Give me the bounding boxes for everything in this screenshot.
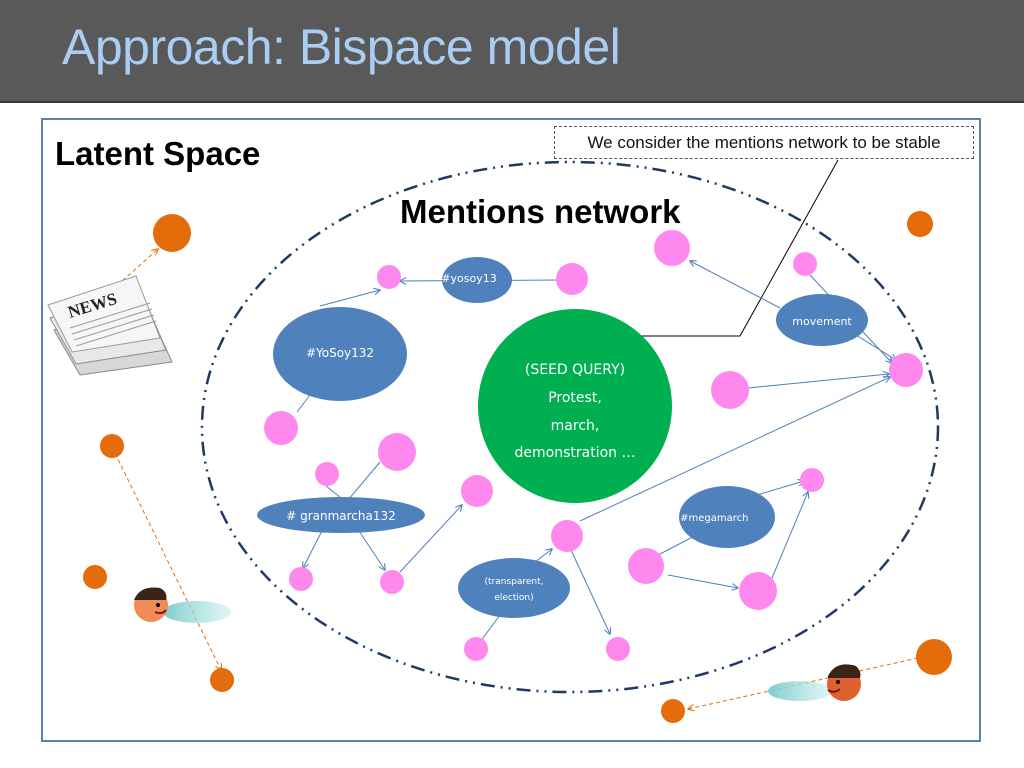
latent-space-label: Latent Space <box>55 135 261 172</box>
node-yosoy132: #YoSoy132 <box>273 307 407 401</box>
node-megamarch-label: "#megamarch <box>676 513 749 524</box>
face-right-icon <box>768 664 861 701</box>
node-yosoy13: #yosoy13 <box>441 257 512 303</box>
node-transparent-label-1: (transparent, <box>484 577 543 587</box>
seed-query-line-4: demonstration … <box>515 445 636 461</box>
node-movement-label: movement <box>792 315 852 328</box>
seed-query-line-2: Protest, <box>548 390 602 406</box>
face-left-icon <box>134 587 231 623</box>
seed-query-line-3: march, <box>551 418 600 434</box>
node-yosoy132-label: #YoSoy132 <box>306 346 374 360</box>
newspaper-icon: NEWS <box>47 275 173 376</box>
node-movement: movement <box>776 294 868 346</box>
node-transparent-label-2: election) <box>494 593 533 603</box>
seed-query-line-1: (SEED QUERY) <box>525 362 625 378</box>
seed-query-node: (SEED QUERY) Protest, march, demonstrati… <box>478 309 672 503</box>
node-transparent-election: (transparent, election) <box>458 558 570 618</box>
stability-callout: We consider the mentions network to be s… <box>554 126 974 159</box>
mentions-network-boundary <box>200 160 940 694</box>
user-nodes <box>264 230 923 661</box>
node-granmarcha-label: # granmarcha132 <box>286 509 396 523</box>
title-bar <box>0 0 1024 103</box>
latent-nodes <box>83 211 952 723</box>
callout-pointer <box>640 159 839 337</box>
slide-title: Approach: Bispace model <box>62 19 621 75</box>
mentions-network-label: Mentions network <box>400 193 681 230</box>
node-granmarcha: # granmarcha132 <box>257 497 425 533</box>
node-megamarch: "#megamarch <box>676 486 775 548</box>
node-yosoy13-label: #yosoy13 <box>441 272 496 285</box>
